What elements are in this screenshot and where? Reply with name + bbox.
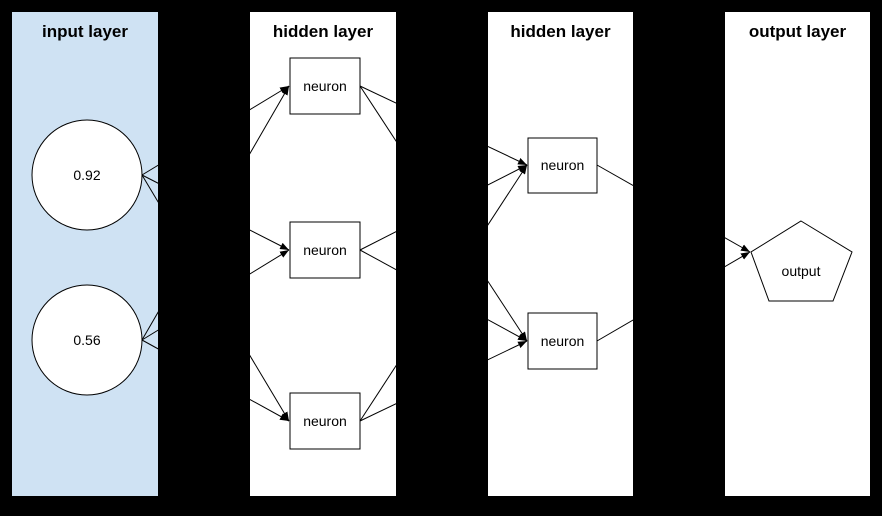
hidden2-neuron-2-label: neuron (541, 333, 585, 349)
output-layer-title: output layer (749, 22, 847, 41)
hidden1-neuron-2-label: neuron (303, 242, 347, 258)
input-layer-title: input layer (42, 22, 128, 41)
output-node (750, 220, 853, 302)
hidden1-neuron-1 (289, 57, 361, 115)
hidden1-neuron-3-label: neuron (303, 413, 347, 429)
hidden-layer-2-panel (488, 12, 633, 496)
input-node-2 (31, 284, 143, 396)
hidden-layer-2-title: hidden layer (510, 22, 611, 41)
hidden2-neuron-1 (527, 137, 598, 194)
hidden-layer-1-title: hidden layer (273, 22, 374, 41)
input-layer-panel (12, 12, 158, 496)
hidden1-neuron-1-label: neuron (303, 78, 347, 94)
input-node-1 (31, 119, 143, 231)
input-node-1-label: 0.92 (73, 167, 100, 183)
hidden2-neuron-1-label: neuron (541, 157, 585, 173)
output-node-label: output (782, 263, 821, 279)
hidden1-neuron-3 (289, 392, 361, 450)
hidden2-neuron-2 (527, 312, 598, 370)
input-node-2-label: 0.56 (73, 332, 100, 348)
hidden1-neuron-2 (289, 221, 361, 279)
